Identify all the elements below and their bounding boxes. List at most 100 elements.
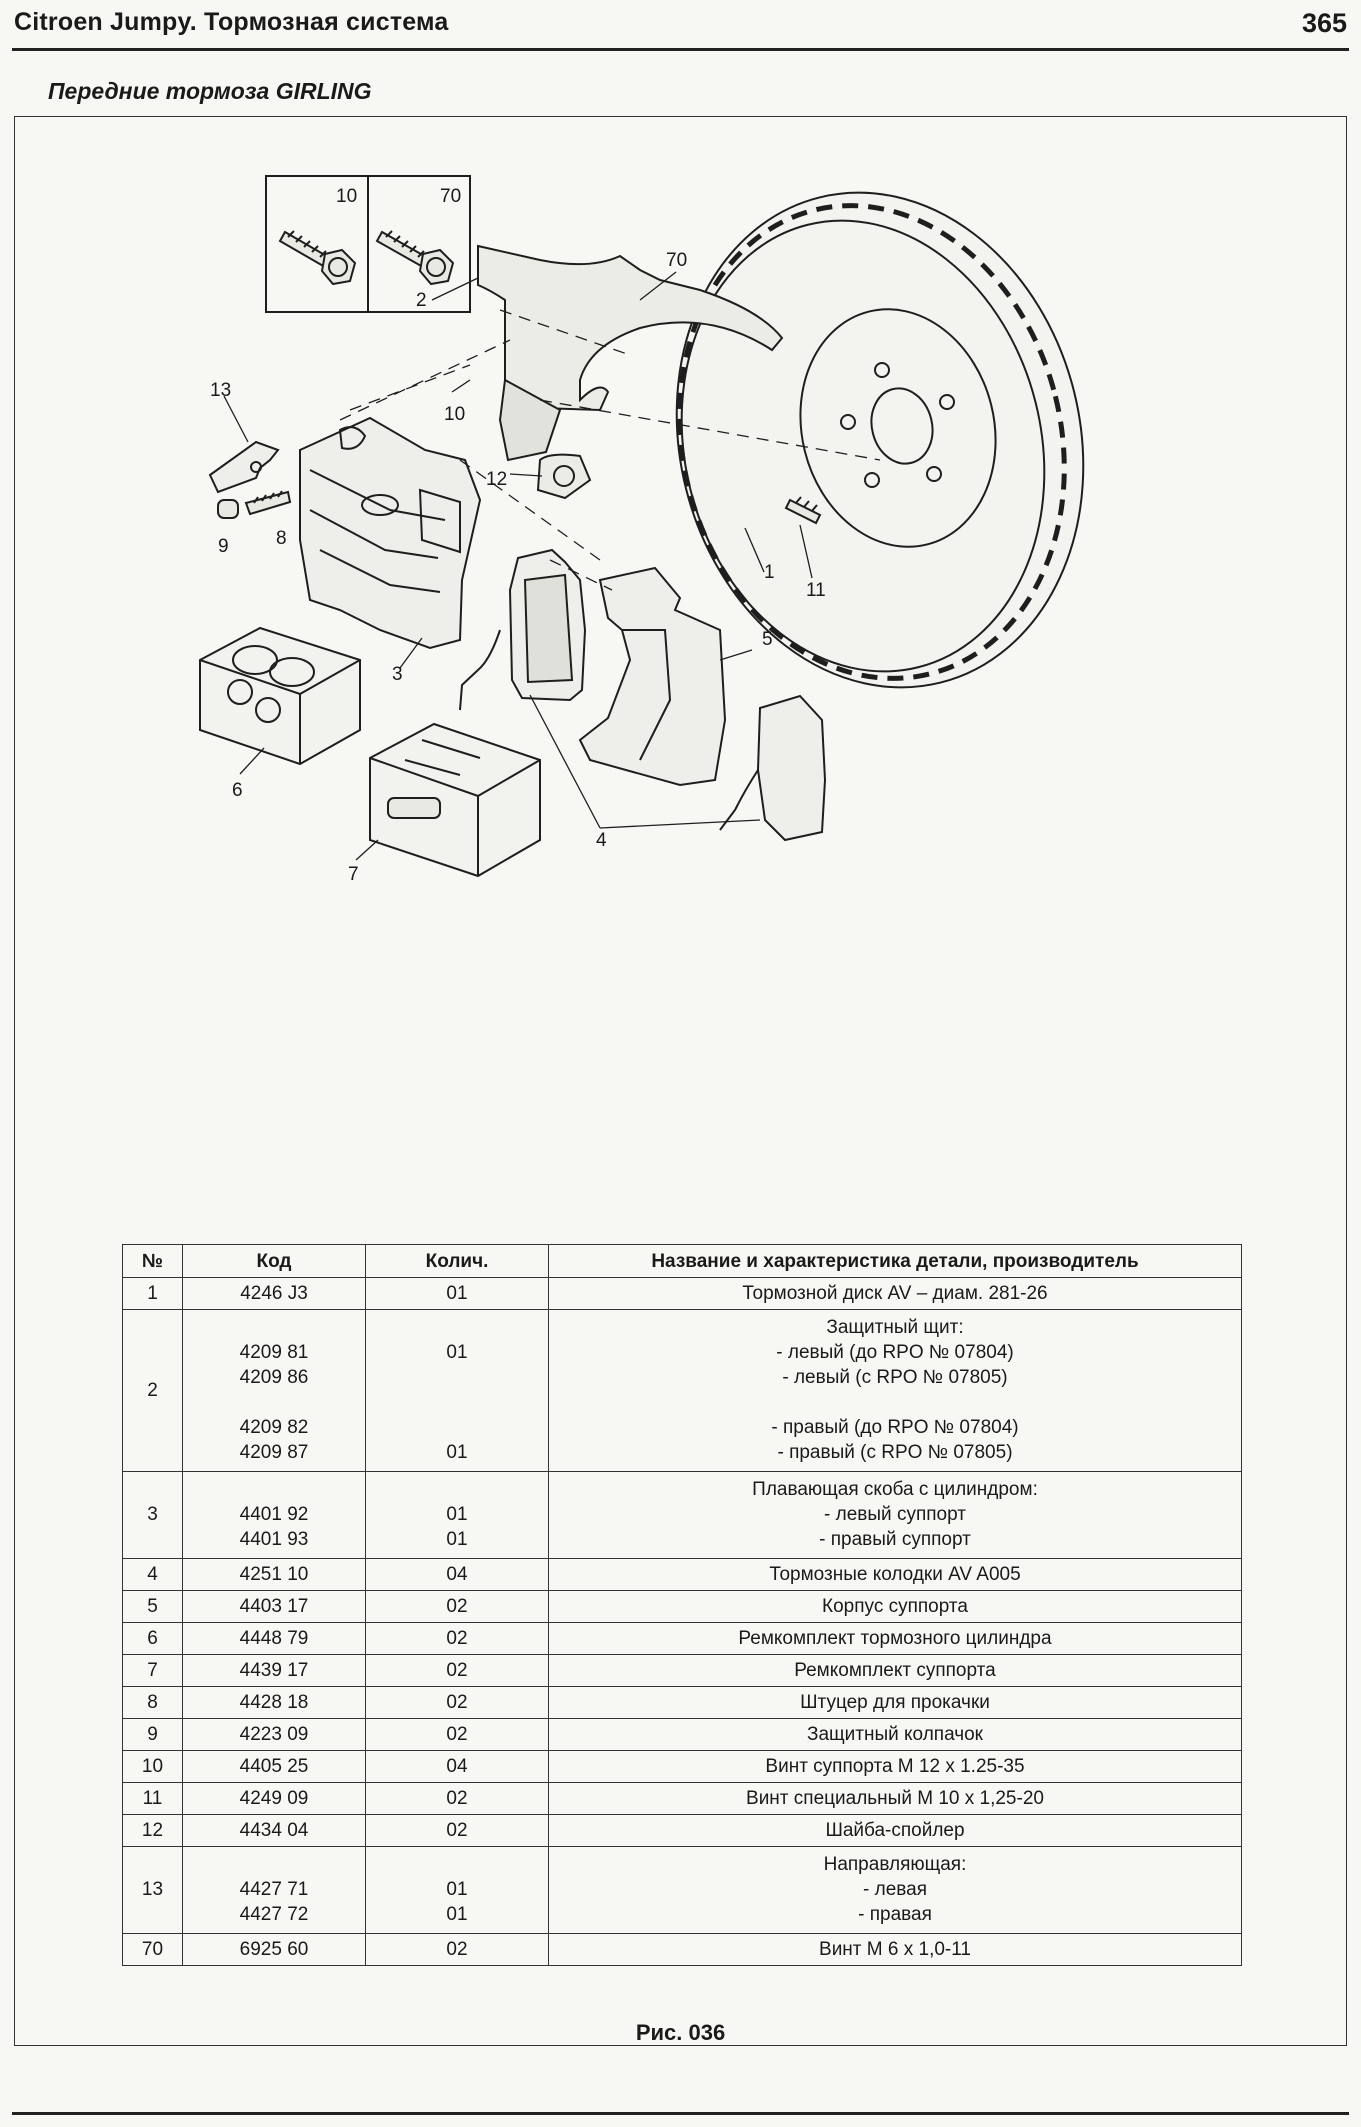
cell-code-line: 4209 81 bbox=[239, 1342, 309, 1363]
cell-name-line: - правая bbox=[858, 1904, 932, 1925]
cell-quantity-line: 02 bbox=[446, 1820, 468, 1841]
cell-code-line: 4209 87 bbox=[239, 1442, 309, 1463]
figure-frame bbox=[14, 116, 1347, 2046]
caliper-carrier bbox=[578, 566, 727, 787]
cell-quantity-line: 01 bbox=[446, 1283, 468, 1304]
cell-name-line: - левый суппорт bbox=[824, 1504, 966, 1525]
cell-code: 4439 17 bbox=[182, 1654, 366, 1687]
spacer-washer bbox=[536, 453, 592, 500]
callout-12: 12 bbox=[486, 469, 507, 490]
cell-name-line: Плавающая скоба с цилиндром: bbox=[752, 1479, 1038, 1500]
caliper bbox=[299, 416, 482, 650]
cell-code: 4448 79 bbox=[182, 1622, 366, 1655]
cell-code-line bbox=[187, 1477, 361, 1502]
cell-code-line bbox=[187, 1390, 361, 1415]
cell-number: 11 bbox=[122, 1782, 183, 1815]
parts-table: № Код Колич. Название и характеристика д… bbox=[122, 1244, 1242, 1966]
cell-name-line: Направляющая: bbox=[823, 1854, 967, 1875]
cell-code-line: 4223 09 bbox=[239, 1724, 309, 1745]
cell-quantity-line bbox=[370, 1365, 544, 1390]
bolt-inset-box: 10 70 bbox=[265, 175, 471, 313]
guide-bracket bbox=[208, 440, 280, 494]
callout-6: 6 bbox=[232, 780, 243, 801]
bottom-rule bbox=[12, 2112, 1349, 2115]
column-header-code: Код bbox=[182, 1244, 366, 1278]
cell-number: 13 bbox=[122, 1846, 183, 1934]
callout-3: 3 bbox=[392, 664, 403, 685]
cell-name: Шайба-спойлер bbox=[548, 1814, 1242, 1847]
callout-9: 9 bbox=[218, 536, 229, 557]
cell-quantity-line: 02 bbox=[446, 1692, 468, 1713]
inset-label-right: 70 bbox=[440, 186, 461, 207]
cell-name-line bbox=[553, 1390, 1237, 1415]
cell-quantity-line bbox=[370, 1415, 544, 1440]
cell-code-line: 4427 72 bbox=[239, 1904, 309, 1925]
page-number: 365 bbox=[1301, 8, 1347, 38]
table-row: 9 4223 09 02 Защитный колпачок bbox=[122, 1718, 1242, 1751]
dust-shield bbox=[477, 244, 784, 462]
cell-name: Тормозной диск AV – диам. 281-26 bbox=[548, 1277, 1242, 1310]
cell-code-line: 4427 71 bbox=[239, 1879, 309, 1900]
cell-name-line: Защитный колпачок bbox=[806, 1724, 983, 1745]
cell-name-line: - правый суппорт bbox=[819, 1529, 971, 1550]
bolt-10-icon bbox=[278, 230, 357, 286]
cell-code-line bbox=[187, 1852, 361, 1877]
screw-11-icon bbox=[784, 496, 822, 525]
cell-quantity-line: 01 bbox=[446, 1529, 468, 1550]
cell-code: 6925 60 bbox=[182, 1933, 366, 1966]
callout-13: 13 bbox=[210, 380, 231, 401]
cell-code: 4428 18 bbox=[182, 1686, 366, 1719]
cell-quantity-line bbox=[370, 1390, 544, 1415]
cell-quantity-line: 02 bbox=[446, 1939, 468, 1960]
cell-quantity-line: 04 bbox=[446, 1756, 468, 1777]
cell-quantity-line: 04 bbox=[446, 1564, 468, 1585]
cell-name-line: Корпус суппорта bbox=[822, 1596, 968, 1617]
cell-number: 3 bbox=[122, 1471, 183, 1559]
cell-quantity-line bbox=[370, 1852, 544, 1877]
cell-code-line: 4428 18 bbox=[239, 1692, 309, 1713]
header-rule bbox=[12, 48, 1349, 51]
callout-10: 10 bbox=[444, 404, 465, 425]
cell-quantity: 02 bbox=[365, 1686, 549, 1719]
cell-quantity-line: 01 bbox=[446, 1504, 468, 1525]
brake-pad-outer bbox=[719, 694, 827, 842]
cell-quantity: 02 bbox=[365, 1718, 549, 1751]
callout-1: 1 bbox=[764, 562, 775, 583]
cell-name: Защитный щит:- левый (до RPO № 07804)- л… bbox=[548, 1309, 1242, 1472]
cell-name-line: Ремкомплект суппорта bbox=[794, 1660, 996, 1681]
cell-code-line: 4249 09 bbox=[239, 1788, 309, 1809]
callout-11: 11 bbox=[806, 580, 826, 601]
cell-code: 4405 25 bbox=[182, 1750, 366, 1783]
assembly-lines bbox=[339, 309, 881, 591]
callout-4: 4 bbox=[596, 830, 607, 851]
cell-quantity-line: 01 bbox=[446, 1342, 468, 1363]
callout-7: 7 bbox=[348, 864, 359, 885]
cell-name: Защитный колпачок bbox=[548, 1718, 1242, 1751]
callout-70: 70 bbox=[666, 250, 687, 271]
cell-number: 4 bbox=[122, 1558, 183, 1591]
cell-name-line: Штуцер для прокачки bbox=[800, 1692, 990, 1713]
callout-5: 5 bbox=[762, 629, 773, 650]
cell-quantity: 02 bbox=[365, 1654, 549, 1687]
cell-name: Корпус суппорта bbox=[548, 1590, 1242, 1623]
cell-quantity: 01 01 bbox=[365, 1309, 549, 1472]
cell-code-line: 4448 79 bbox=[239, 1628, 309, 1649]
cell-quantity: 02 bbox=[365, 1814, 549, 1847]
cell-quantity-line: 02 bbox=[446, 1724, 468, 1745]
cell-quantity: 04 bbox=[365, 1750, 549, 1783]
cell-code-line bbox=[187, 1315, 361, 1340]
cell-number: 9 bbox=[122, 1718, 183, 1751]
cell-quantity-line: 01 bbox=[446, 1442, 468, 1463]
cell-quantity-line bbox=[370, 1315, 544, 1340]
